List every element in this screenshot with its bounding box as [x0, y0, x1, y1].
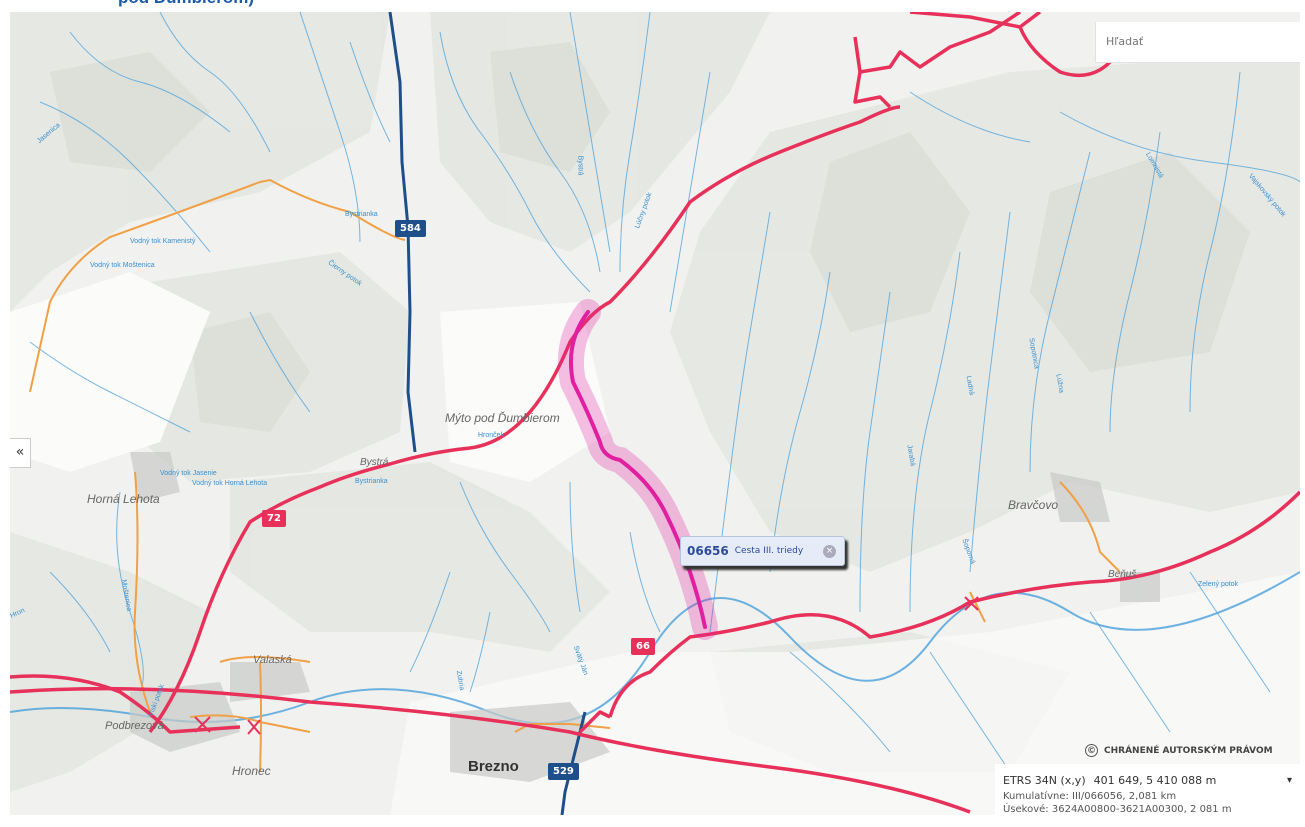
town-label-myto: Mýto pod Ďumbierom: [445, 411, 560, 425]
town-label-bravacovo: Bravčovo: [1008, 498, 1059, 512]
river-label: Zelený potok: [1198, 581, 1239, 588]
close-icon[interactable]: ×: [823, 544, 836, 558]
town-label-hronec: Hronec: [232, 764, 271, 778]
projection-label: ETRS 34N (x,y): [1003, 773, 1086, 787]
town-label-podbrezova: Podbrezová: [105, 720, 164, 732]
river-label: Vodný tok Kamenistý: [130, 238, 196, 245]
road-type: Cesta III. triedy: [734, 546, 804, 556]
river-label: Vodný tok Moštenica: [90, 262, 155, 269]
town-label-bystra: Bystrá: [360, 457, 389, 468]
road-code: 06656: [687, 544, 729, 558]
copyright-icon: ©: [1085, 744, 1098, 757]
copyright-notice: © CHRÁNENÉ AUTORSKÝM PRÁVOM: [1085, 744, 1273, 757]
road-shield-584: 584: [395, 220, 426, 237]
expand-panel-button[interactable]: «: [10, 438, 31, 468]
search-box: [1095, 22, 1300, 63]
town-label-benus: Beňuš: [1108, 569, 1137, 580]
search-input[interactable]: [1096, 22, 1296, 60]
map-base-layer: [10, 12, 1300, 815]
town-label-brezno: Brezno: [468, 758, 519, 775]
river-label: Vodný tok Horná Lehota: [192, 480, 268, 487]
town-label-valaska: Valaská: [253, 654, 292, 666]
page-title-fragment: pod Ďumbierom): [118, 0, 254, 8]
river-label: Bystrianka: [355, 478, 388, 485]
road-shield-72: 72: [262, 510, 286, 527]
coordinate-info-panel: ETRS 34N (x,y) 401 649, 5 410 088 m ▾ Ku…: [995, 764, 1300, 815]
river-label: Bystrianka: [345, 211, 378, 218]
map-canvas[interactable]: Mýto pod Ďumbierom Horná Lehota Bravčovo…: [10, 12, 1300, 815]
road-info-popup[interactable]: 06656 Cesta III. triedy ×: [680, 536, 845, 566]
copyright-text: CHRÁNENÉ AUTORSKÝM PRÁVOM: [1104, 745, 1273, 756]
town-label-horna-lehota: Horná Lehota: [87, 492, 160, 506]
sectional-stationing: Úsekové: 3624A00800-3621A00300, 2 081 m: [1003, 804, 1232, 815]
road-shield-529: 529: [548, 763, 579, 780]
river-label: Hronček: [478, 432, 505, 439]
river-label: Vodný tok Jasenie: [160, 470, 217, 477]
river-label: Bystrá: [576, 155, 584, 176]
coordinates-value: 401 649, 5 410 088 m: [1093, 773, 1217, 787]
cumulative-stationing: Kumulatívne: III/066056, 2,081 km: [1003, 791, 1177, 802]
road-shield-66: 66: [631, 638, 655, 655]
chevron-down-icon[interactable]: ▾: [1286, 774, 1292, 786]
